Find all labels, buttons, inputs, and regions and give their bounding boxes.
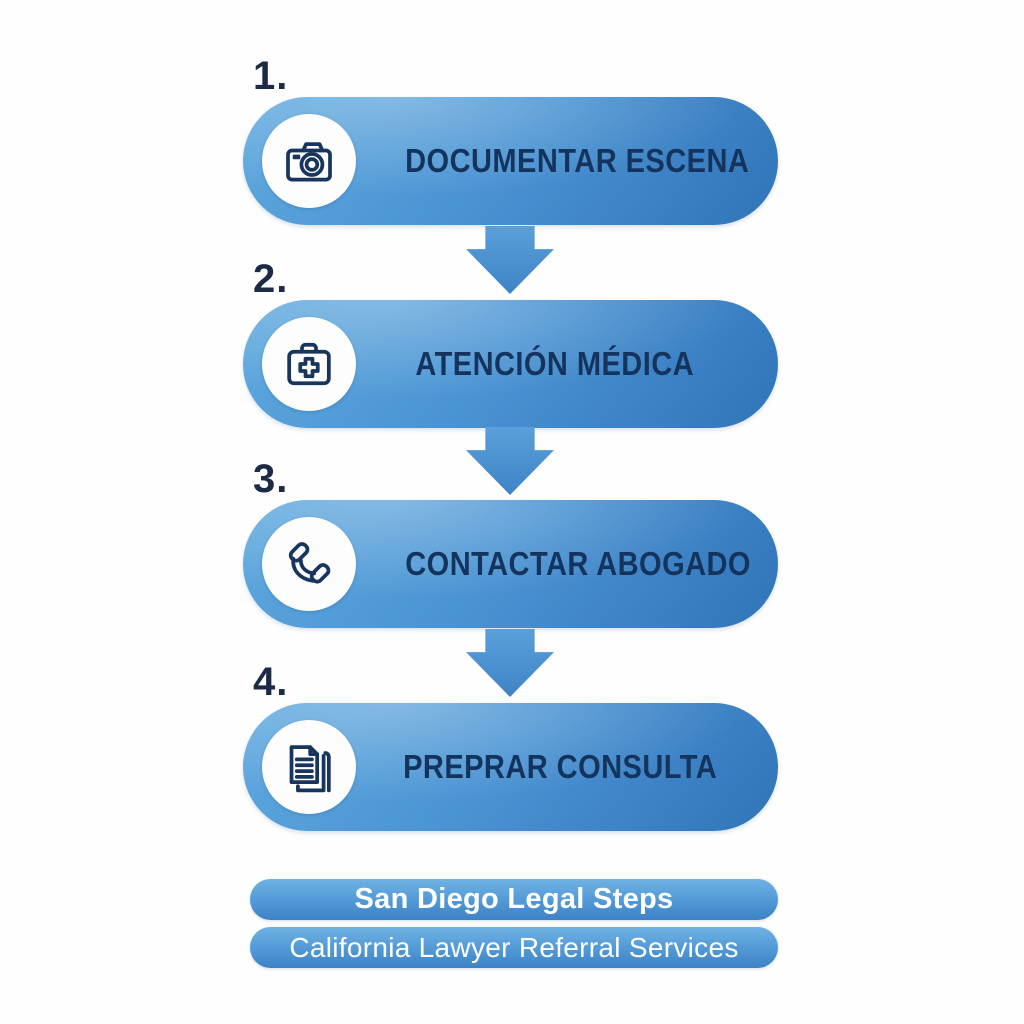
down-arrow-icon <box>466 427 554 495</box>
documents-icon <box>289 745 331 793</box>
phone-icon <box>288 542 331 584</box>
step-3-number: 3. <box>253 457 289 501</box>
footer-title-pill: San Diego Legal Steps <box>250 879 778 920</box>
footer-title-text: San Diego Legal Steps <box>354 883 674 915</box>
step-4-number: 4. <box>253 660 289 704</box>
footer-subtitle-pill: California Lawyer Referral Services <box>250 927 778 968</box>
step-4-pill: PREPRAR CONSULTA <box>243 703 778 831</box>
step-2-number: 2. <box>253 257 289 301</box>
step-1-label: DOCUMENTAR ESCENA <box>405 142 750 179</box>
step-2-pill: ATENCIÓN MÉDICA <box>243 300 778 428</box>
step-1-pill: DOCUMENTAR ESCENA <box>243 97 778 225</box>
down-arrow-icon <box>466 226 554 294</box>
camera-icon <box>286 142 332 182</box>
step-2-label: ATENCIÓN MÉDICA <box>415 345 695 382</box>
step-3-pill: CONTACTAR ABOGADO <box>243 500 778 628</box>
down-arrow-icon <box>466 629 554 697</box>
step-4-label: PREPRAR CONSULTA <box>403 748 718 785</box>
step-1-icon-circle <box>262 114 356 208</box>
step-4-icon-circle <box>262 720 356 814</box>
step-1-number: 1. <box>253 54 289 98</box>
step-3-icon-circle <box>262 517 356 611</box>
step-2-icon-circle <box>262 317 356 411</box>
step-3-label: CONTACTAR ABOGADO <box>405 545 751 582</box>
footer-subtitle-text: California Lawyer Referral Services <box>289 931 739 963</box>
first-aid-kit-icon <box>287 342 331 386</box>
